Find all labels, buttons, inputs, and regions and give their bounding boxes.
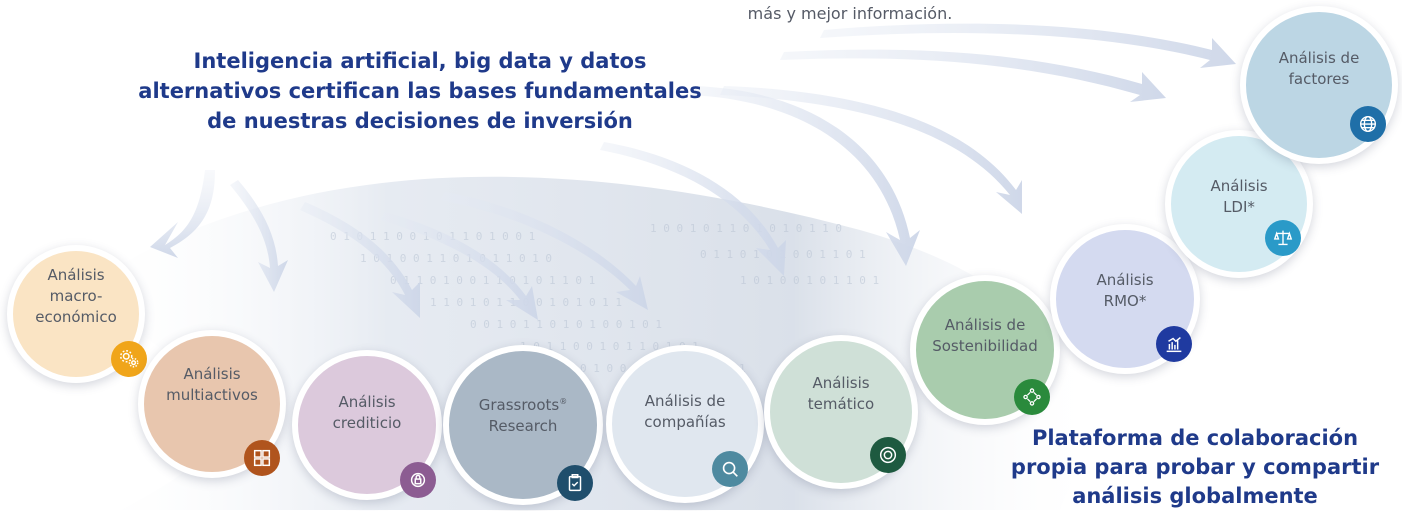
circle-label-line: Análisis xyxy=(1210,177,1268,195)
arrow-to-company xyxy=(440,192,648,310)
circle-label-line: Análisis xyxy=(1096,271,1154,289)
circle-sustainability-analysis: Análisis de Sostenibilidad xyxy=(910,275,1060,425)
circle-label-line: RMO* xyxy=(1103,292,1147,310)
arrow-to-factors xyxy=(820,23,1236,69)
circle-label-line: Análisis xyxy=(183,365,241,383)
circle-label-line: Sostenibilidad xyxy=(932,337,1038,355)
circle-label-line: temático xyxy=(807,395,875,413)
svg-text:0 1 1 0 1 0 0 1 1 0 1 0 1 1 0: 0 1 1 0 1 0 0 1 1 0 1 0 1 1 0 1 xyxy=(390,274,595,287)
circle-label-line: Análisis de xyxy=(644,392,726,410)
circle-rmo-analysis: Análisis RMO* xyxy=(1050,224,1200,374)
headline-left-line: Inteligencia artificial, big data y dato… xyxy=(193,49,647,73)
headline-right-line: Plataforma de colaboración xyxy=(1031,426,1359,450)
circle-grassroots-research: Grassroots® Research xyxy=(443,345,603,505)
circle-label-line: Análisis de xyxy=(1278,49,1360,67)
circle-label-line: económico xyxy=(35,308,117,326)
circle-multiasset-analysis: Análisis multiactivos xyxy=(138,330,286,478)
target-icon xyxy=(870,437,906,473)
lock-search-icon xyxy=(400,462,436,498)
arrow-to-rmo xyxy=(720,86,1022,214)
circle-label-line: Análisis xyxy=(47,266,105,284)
circle-label-line: Análisis xyxy=(812,374,870,392)
bar-chart-icon xyxy=(1156,326,1192,362)
circle-label-line: Análisis xyxy=(338,393,396,411)
top-note: más y mejor información. xyxy=(747,4,953,23)
arrow-to-sustain xyxy=(690,86,920,266)
svg-text:1 0 0 1 0 1 1 0 1 0 1 0 1 1 0: 1 0 0 1 0 1 1 0 1 0 1 0 1 1 0 xyxy=(650,222,842,235)
circle-label-line: Research xyxy=(488,417,558,435)
circle-thematic-analysis: Análisis temático xyxy=(764,335,918,489)
arrow-to-macro xyxy=(150,170,215,258)
circle-label-line: factores xyxy=(1288,70,1350,88)
circle-label-line: crediticio xyxy=(332,414,402,432)
headline-right-line: propia para probar y compartir xyxy=(1010,455,1380,479)
circle-label-line: Grassroots® xyxy=(478,396,568,414)
headline-left: Inteligencia artificial, big data y dato… xyxy=(120,46,720,136)
puzzle-icon xyxy=(244,440,280,476)
arrow-to-grass xyxy=(380,212,538,320)
clipboard-check-icon xyxy=(557,465,593,501)
globe-icon xyxy=(1350,106,1386,142)
circle-label-line: Análisis de xyxy=(944,316,1026,334)
svg-text:0 0 1 0 1 1 0 1 0 1 0 0 1 0 1: 0 0 1 0 1 1 0 1 0 1 0 0 1 0 1 xyxy=(470,318,662,331)
people-network-icon xyxy=(1014,379,1050,415)
arrow-to-multi xyxy=(230,180,288,292)
circle-credit-analysis: Análisis crediticio xyxy=(292,350,442,500)
arrow-to-credit xyxy=(300,202,420,318)
svg-text:1 0 1 1 0 0 1 0 1 1 0 1 0 1: 1 0 1 1 0 0 1 0 1 1 0 1 0 1 xyxy=(520,340,699,353)
circle-label-line: LDI* xyxy=(1223,198,1255,216)
circle-label-line: macro- xyxy=(49,287,103,305)
circle-label-line: compañías xyxy=(644,413,726,431)
headline-left-line: de nuestras decisiones de inversión xyxy=(207,109,633,133)
svg-text:1 0 1 0 0 1 1 0 1 0 1 1 0 1 0: 1 0 1 0 0 1 1 0 1 0 1 1 0 1 0 xyxy=(360,252,552,265)
headline-left-line: alternativos certifican las bases fundam… xyxy=(138,79,702,103)
gears-icon xyxy=(111,341,147,377)
magnifier-icon xyxy=(712,451,748,487)
circle-label-line: multiactivos xyxy=(166,386,258,404)
scales-icon xyxy=(1265,220,1301,256)
arrow-to-ldi xyxy=(780,49,1166,102)
headline-right-line: análisis globalmente xyxy=(1072,484,1318,508)
circle-company-analysis: Análisis de compañías xyxy=(606,345,764,503)
circle-macroeconomic-analysis: Análisis macro- económico xyxy=(7,245,147,383)
headline-right: Plataforma de colaboración propia para p… xyxy=(985,424,1402,511)
svg-text:1 0 1 0 0 1 0 1 1 0 1: 1 0 1 0 0 1 0 1 1 0 1 xyxy=(740,274,879,287)
arrows xyxy=(150,23,1236,320)
circle-factor-analysis: Análisis de factores xyxy=(1240,6,1398,164)
